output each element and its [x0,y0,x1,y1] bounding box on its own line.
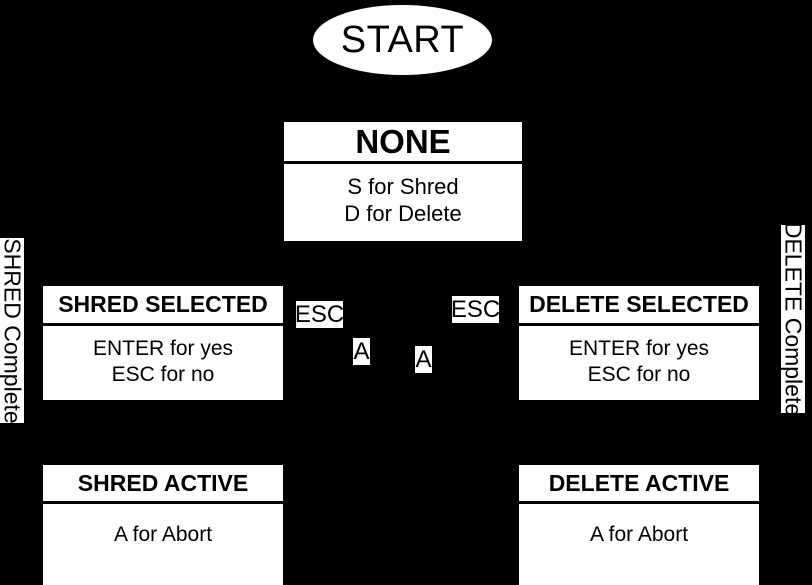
state-none-body-line-2: D for Delete [344,200,462,226]
state-delete-selected-body: ENTER for yes ESC for no [519,326,759,400]
state-shred-active-title: SHRED ACTIVE [77,469,249,496]
transition-label-abort-shred-text: A [353,337,370,365]
transition-label-abort-shred: A [353,338,370,365]
state-delete-selected-title-bar: DELETE SELECTED [519,286,759,326]
state-delete-selected-title: DELETE SELECTED [529,291,749,317]
state-delete-active-title-bar: DELETE ACTIVE [519,465,759,504]
state-node-none[interactable]: NONE S for Shred D for Delete [284,122,522,241]
state-delete-active-title: DELETE ACTIVE [548,469,730,496]
transition-label-esc-shred: ESC [294,300,345,328]
state-node-shred-active[interactable]: SHRED ACTIVE A for Abort [43,465,283,585]
transition-label-delete-complete-text: DELETE Complete [781,225,805,413]
state-node-delete-selected[interactable]: DELETE SELECTED ENTER for yes ESC for no [519,286,759,400]
state-shred-selected-body: ENTER for yes ESC for no [43,326,283,400]
state-none-body: S for Shred D for Delete [284,164,522,241]
state-shred-active-title-bar: SHRED ACTIVE [43,465,283,504]
state-shred-active-body-line-1: A for Abort [113,523,213,546]
transition-label-shred-complete-text: SHRED Complete [0,238,24,423]
state-none-title-bar: NONE [284,122,522,164]
transition-label-abort-delete: A [415,346,432,373]
state-start-label: START [340,19,465,61]
state-none-body-line-1: S for Shred [347,174,459,199]
state-node-shred-selected[interactable]: SHRED SELECTED ENTER for yes ESC for no [43,286,283,400]
state-shred-selected-body-line-1: ENTER for yes [92,337,234,360]
transition-label-shred-complete: SHRED Complete [0,238,24,423]
transition-label-esc-delete: ESC [450,295,501,323]
state-none-title: NONE [355,122,451,160]
state-shred-active-body: A for Abort [43,504,283,585]
state-delete-active-body-line-1: A for Abort [589,523,689,546]
transition-label-abort-delete-text: A [415,345,432,373]
transition-label-esc-delete-text: ESC [450,295,501,323]
state-delete-selected-body-line-1: ENTER for yes [568,337,710,360]
state-shred-selected-title: SHRED SELECTED [58,291,268,317]
transition-label-delete-complete: DELETE Complete [781,225,805,413]
state-node-start[interactable]: START [313,5,492,75]
state-shred-selected-title-bar: SHRED SELECTED [43,286,283,326]
transition-label-esc-shred-text: ESC [294,300,345,328]
state-shred-selected-body-line-2: ESC for no [111,362,215,386]
state-delete-selected-body-line-2: ESC for no [587,362,691,386]
state-delete-active-body: A for Abort [519,504,759,585]
state-node-delete-active[interactable]: DELETE ACTIVE A for Abort [519,465,759,585]
